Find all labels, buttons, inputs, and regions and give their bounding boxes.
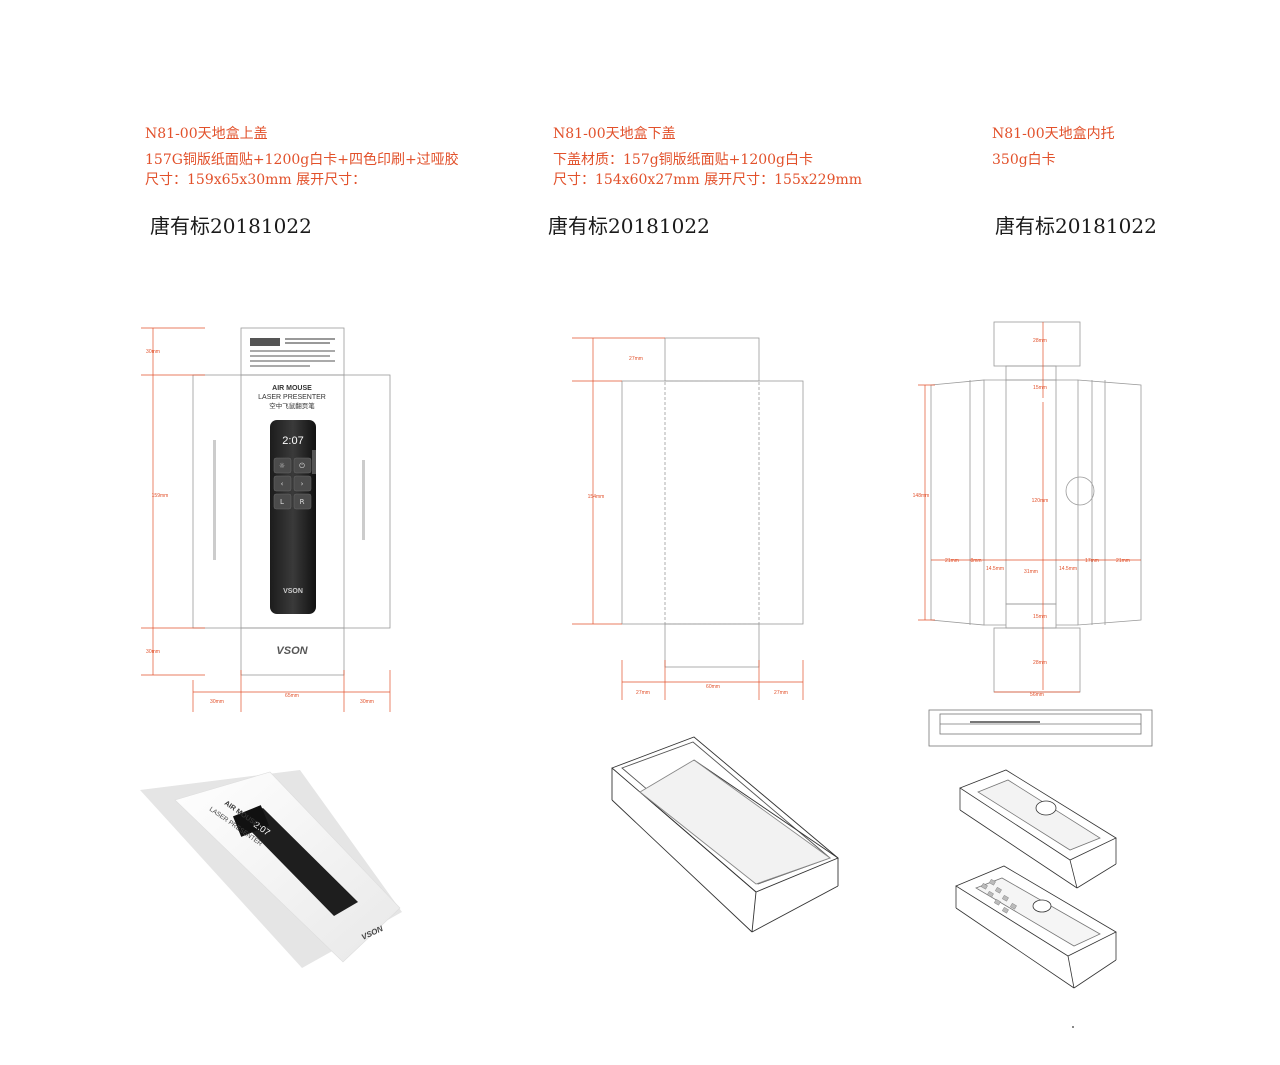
key-brightness-icon: ☼ <box>279 462 285 470</box>
tray-signature: 唐有标20181022 <box>995 214 1157 238</box>
tray-3d-render-with-device <box>955 865 1117 989</box>
tray-cutout-circle <box>1065 476 1095 506</box>
lid-product-subtitle: LASER PRESENTER <box>258 394 326 401</box>
tray-dim-f: 17mm <box>1085 558 1099 564</box>
stray-dot <box>1072 1026 1074 1028</box>
key-right: R <box>300 498 305 506</box>
key-power-icon: ⏻ <box>299 462 305 470</box>
base-spec-line-2: 尺寸：154x60x27mm 展开尺寸：155x229mm <box>553 172 863 188</box>
lid-side-text-right <box>362 460 365 540</box>
lid-side-text-left <box>213 440 216 560</box>
tray-dim-c: 14.5mm <box>986 566 1004 572</box>
base-spec-line-1: 下盖材质：157g铜版纸面贴+1200g白卡 <box>553 152 814 168</box>
presenter-body <box>270 420 316 614</box>
tray-dim-tab: 15mm <box>1033 385 1047 391</box>
tray-cross-section <box>928 709 1153 747</box>
lid-3d-render: 2:07 AIR MOUSE LASER PRESENTER VSON <box>140 770 402 968</box>
lid-device-render: 2:07 ☼ ⏻ ‹ › L R VSON <box>270 420 316 614</box>
tray-dim-height: 148mm <box>913 493 930 499</box>
lid-spec-line-1: 157G铜版纸面贴+1200g白卡+四色印刷+过哑胶 <box>145 152 459 168</box>
lid-product-cn: 空中飞鼠翻页笔 <box>269 401 315 410</box>
base-dieline <box>621 337 804 668</box>
tray-dim-width: 56mm <box>1030 692 1044 698</box>
barcode-icon <box>250 338 280 346</box>
key-left: L <box>280 498 284 506</box>
lid-dim-left: 30mm <box>210 699 224 705</box>
lid-title: N81-00天地盒上盖 <box>145 126 268 142</box>
base-dim-width: 60mm <box>706 684 720 690</box>
base-title: N81-00天地盒下盖 <box>553 126 676 142</box>
base-dim-lines <box>572 337 804 700</box>
lid-bottom-flap <box>240 627 345 676</box>
tray-dim-bottom-tab: 15mm <box>1033 614 1047 620</box>
tray-dim-a: 21mm <box>945 558 959 564</box>
lid-signature: 唐有标20181022 <box>150 214 312 238</box>
tray-dim-d: 31mm <box>1024 569 1038 575</box>
tray-dim-g: 21mm <box>1116 558 1130 564</box>
tray-dim-lines <box>918 322 1141 693</box>
key-next-icon: › <box>301 480 304 488</box>
base-dim-left: 27mm <box>636 690 650 696</box>
tray-spec-line-1: 350g白卡 <box>992 152 1056 168</box>
tray-dim-bottom-flap: 28mm <box>1033 660 1047 666</box>
tray-title: N81-00天地盒内托 <box>992 126 1115 142</box>
lid-dim-width: 65mm <box>285 693 299 699</box>
lid-barcode-block <box>250 338 335 367</box>
lid-dim-top: 30mm <box>146 349 160 355</box>
tray-dim-b: 8mm <box>970 558 981 564</box>
lid-dim-bottom: 30mm <box>146 649 160 655</box>
lid-product-title: AIR MOUSE <box>272 385 312 392</box>
base-dim-height: 154mm <box>588 494 605 500</box>
lid-dim-lines <box>141 327 391 712</box>
lid-dieline <box>192 327 391 676</box>
lid-brand-logo: VSON <box>276 645 308 657</box>
device-brand: VSON <box>283 588 303 595</box>
tray-dim-e: 14.5mm <box>1059 566 1077 572</box>
base-signature: 唐有标20181022 <box>548 214 710 238</box>
base-dim-top: 27mm <box>629 356 643 362</box>
lid-dim-right: 30mm <box>360 699 374 705</box>
lid-spec-line-2: 尺寸：159x65x30mm 展开尺寸： <box>145 172 367 188</box>
base-dim-right: 27mm <box>774 690 788 696</box>
tray-dim-top-flap: 28mm <box>1033 338 1047 344</box>
device-screen-time: 2:07 <box>282 435 303 447</box>
key-prev-icon: ‹ <box>281 480 284 488</box>
lid-dim-height: 159mm <box>152 493 169 499</box>
tray-3d-render-empty <box>959 769 1117 889</box>
base-3d-render <box>611 736 839 933</box>
tray-dieline <box>930 321 1142 693</box>
tray-dim-inner: 120mm <box>1032 498 1049 504</box>
